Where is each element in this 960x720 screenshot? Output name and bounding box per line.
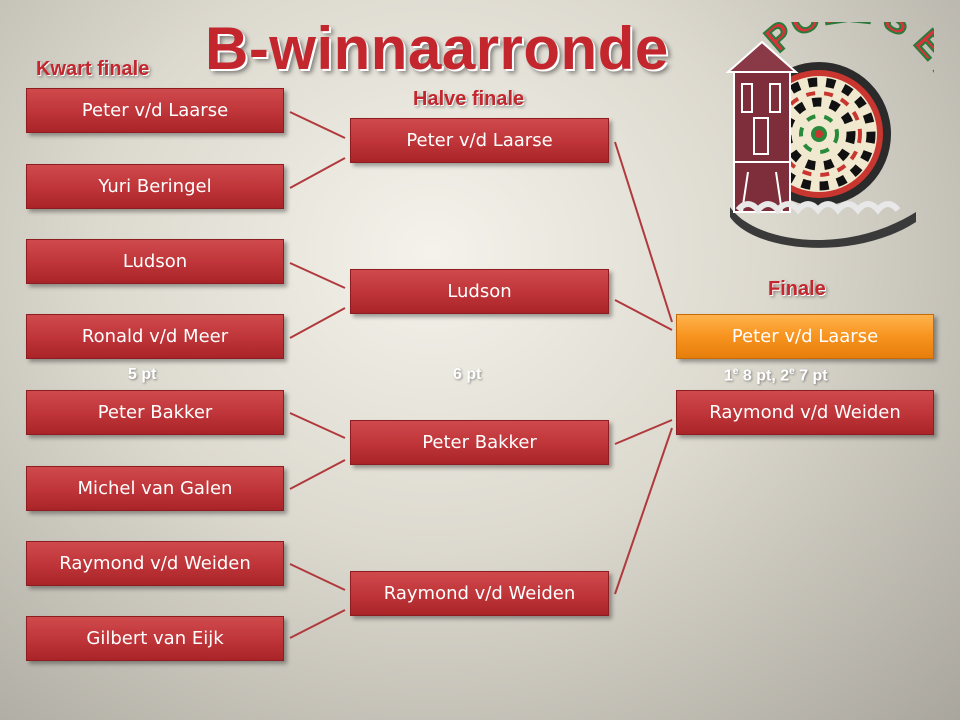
kwart-finale-box-6: Michel van Galen — [26, 466, 284, 511]
halve-finale-box-3: Peter Bakker — [350, 420, 609, 465]
tower-icon — [725, 40, 799, 213]
halve-finale-box-2: Ludson — [350, 269, 609, 314]
points-finale: 1e 8 pt, 2e 7 pt — [724, 366, 828, 385]
points-kwart: 5 pt — [128, 366, 157, 383]
poels-eye-logo: POEL'S EYE — [725, 22, 934, 248]
finale-runner-up-box: Raymond v/d Weiden — [676, 390, 934, 435]
finale-winner-box: Peter v/d Laarse — [676, 314, 934, 359]
label-finale: Finale — [768, 278, 826, 300]
label-halve-finale: Halve finale — [413, 88, 525, 110]
kwart-finale-box-1: Peter v/d Laarse — [26, 88, 284, 133]
kwart-finale-box-7: Raymond v/d Weiden — [26, 541, 284, 586]
kwart-finale-box-2: Yuri Beringel — [26, 164, 284, 209]
label-kwart-finale: Kwart finale — [36, 58, 150, 80]
points-halve: 6 pt — [453, 366, 482, 383]
halve-finale-box-1: Peter v/d Laarse — [350, 118, 609, 163]
kwart-finale-box-4: Ronald v/d Meer — [26, 314, 284, 359]
page-title: B-winnaarronde — [205, 15, 669, 82]
kwart-finale-box-5: Peter Bakker — [26, 390, 284, 435]
kwart-finale-box-3: Ludson — [26, 239, 284, 284]
halve-finale-box-4: Raymond v/d Weiden — [350, 571, 609, 616]
kwart-finale-box-8: Gilbert van Eijk — [26, 616, 284, 661]
